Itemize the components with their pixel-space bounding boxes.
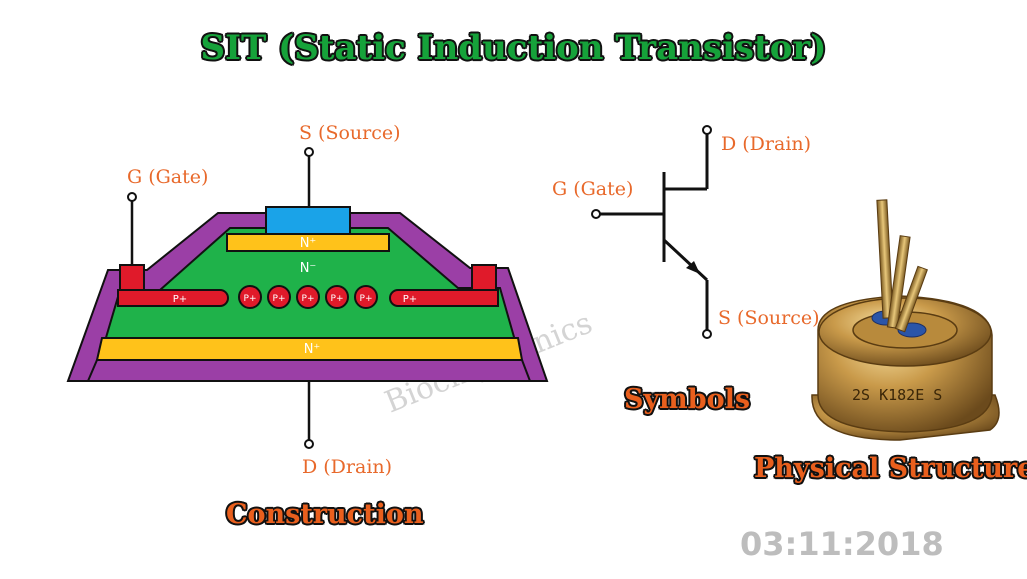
p-plus-label: P+ (331, 294, 344, 304)
symbol-gate-label: G (Gate) (552, 178, 634, 200)
sit-symbol (599, 133, 709, 330)
n-plus-top-label: N⁺ (300, 236, 317, 251)
construction-drain-label: D (Drain) (302, 456, 393, 478)
p-plus-label: P+ (244, 294, 257, 304)
p-plus-dot (325, 285, 349, 309)
p-plus-dot (238, 285, 262, 309)
gate-contact-right (471, 264, 497, 292)
drain-metal (86, 359, 532, 382)
symbol-source-terminal[interactable] (702, 329, 712, 339)
construction-source-label: S (Source) (299, 122, 401, 144)
p-plus-dot (354, 285, 378, 309)
p-plus-bar-left (117, 289, 229, 307)
n-minus-label: N⁻ (300, 261, 317, 276)
gate-terminal[interactable] (127, 192, 137, 202)
p-plus-bar-right (389, 289, 499, 307)
construction-caption: Construction (226, 499, 424, 530)
construction-gate-label: G (Gate) (127, 166, 209, 188)
symbol-drain-terminal[interactable] (702, 125, 712, 135)
date-stamp: 03:11:2018 (740, 525, 944, 563)
source-contact (265, 206, 351, 235)
symbol-source-diagonal (662, 238, 709, 282)
drain-terminal[interactable] (304, 439, 314, 449)
p-plus-label: P+ (173, 294, 187, 305)
transistor-photo-illustration: 2S K182E S (811, 199, 1000, 441)
symbol-gate-terminal[interactable] (591, 209, 601, 219)
p-plus-dot (296, 285, 320, 309)
p-plus-label: P+ (360, 294, 373, 304)
p-plus-label: P+ (273, 294, 286, 304)
p-plus-label: P+ (302, 294, 315, 304)
part-marking: 2S K182E S (852, 386, 942, 404)
gate-contact-left (119, 264, 145, 292)
n-plus-bottom-label: N⁺ (304, 342, 321, 357)
page-title: SIT (Static Induction Transistor) (200, 28, 827, 68)
p-plus-label: P+ (403, 294, 417, 305)
symbol-drain-label: D (Drain) (721, 133, 812, 155)
source-terminal[interactable] (304, 147, 314, 157)
construction-diagram: N⁺ N⁻ N⁺ P+ P+ P+ P+ P+ P+ P+ (66, 147, 549, 449)
symbol-source-label: S (Source) (718, 307, 820, 329)
symbols-caption: Symbols (624, 384, 751, 415)
physical-structure-caption: Physical Structure (754, 453, 1027, 484)
symbol-arrow-icon (686, 261, 700, 274)
p-plus-dot (267, 285, 291, 309)
